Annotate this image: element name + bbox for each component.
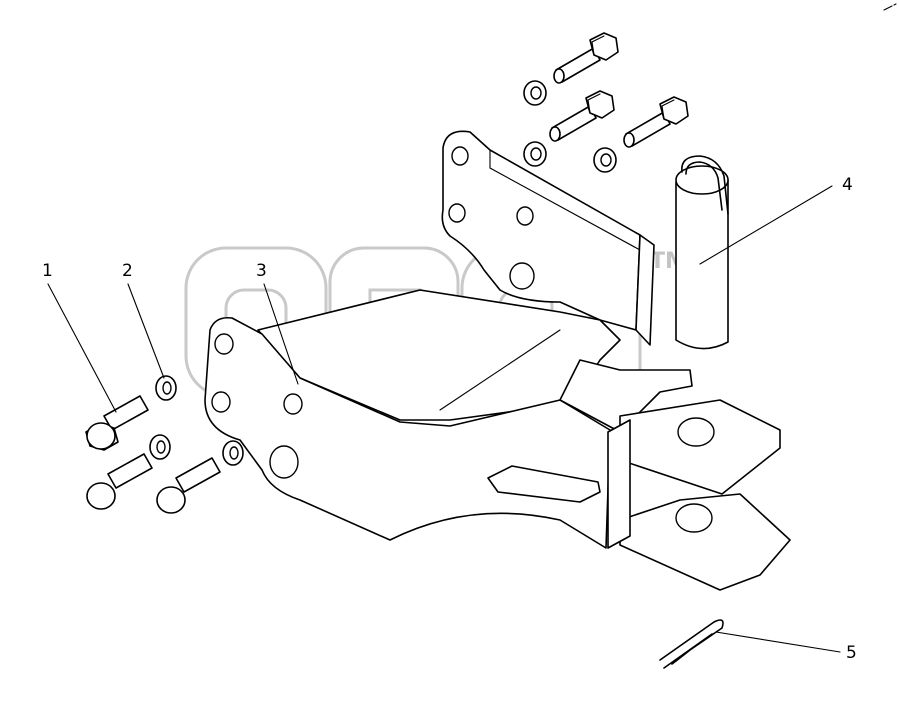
upper-bolt-top: [553, 32, 619, 84]
scan-mark: [883, 3, 897, 11]
upper-bolt-middle: [549, 90, 615, 142]
bolt-1: [85, 395, 149, 451]
upper-bolt-right: [623, 96, 689, 148]
drawbar-bracket: [204, 289, 791, 591]
leader-lines: [47, 185, 841, 653]
upper-washer-2: [523, 141, 547, 167]
callout-1: 1: [42, 261, 53, 281]
callout-2: 2: [122, 261, 133, 281]
callout-5: 5: [846, 643, 857, 663]
upper-bracket-plate: [441, 130, 655, 346]
bolt-2: [86, 453, 153, 510]
bolt-3: [156, 457, 221, 514]
washer-3: [222, 440, 244, 466]
callout-3: 3: [256, 261, 267, 281]
callout-4: 4: [842, 175, 853, 195]
hitch-pin: [675, 155, 729, 350]
upper-washer-1: [523, 80, 547, 106]
washer-1: [155, 375, 177, 401]
spring-clip: [659, 619, 724, 669]
washer-2: [149, 434, 171, 460]
upper-washer-3: [593, 147, 617, 173]
